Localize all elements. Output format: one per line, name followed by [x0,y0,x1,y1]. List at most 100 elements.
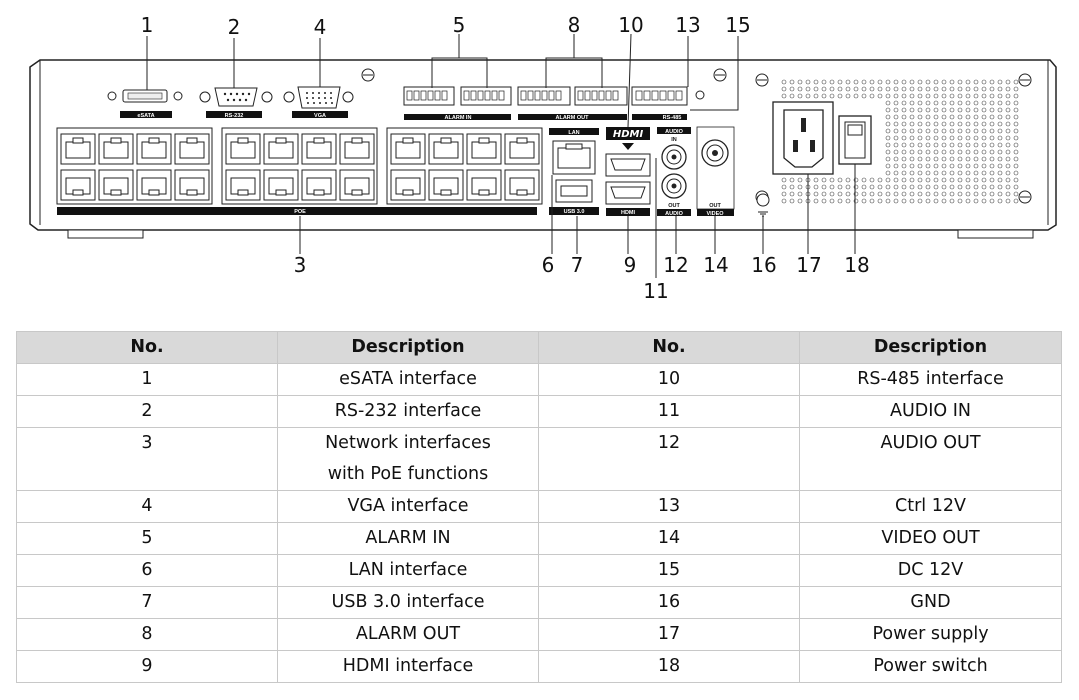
power-inlet [772,101,834,175]
table-row: 1 eSATA interface 10 RS-485 interface [16,363,1062,396]
usb-label: USB 3.0 [564,209,585,215]
foot-left [67,229,144,239]
cell-description: Power supply [799,618,1062,651]
cell-no: 2 [16,395,278,428]
alarm-in-label: ALARM IN [445,115,472,121]
screw-icon [361,68,375,82]
screw-icon [1018,73,1032,87]
cell-no: 6 [16,554,278,587]
table-row: 2 RS-232 interface 11 AUDIO IN [16,395,1062,428]
rj45-port-icon [339,169,375,201]
cell-no: 7 [16,586,278,619]
rj45-port-icon [504,169,540,201]
callout-17: 17 [796,253,821,277]
table-row: 3 Network interfaces with PoE functions … [16,427,1062,491]
alarm-in-terminals: ALARM IN [403,86,512,121]
video-label: VIDEO [706,211,724,217]
vent-grille [781,79,1019,204]
rj45-port-icon [466,133,502,165]
esata-port: eSATA [107,89,183,119]
rj45-port-icon [60,169,96,201]
rj45-port-icon [136,169,172,201]
cell-description: AUDIO IN [799,395,1062,428]
audio-out-sublabel: OUT [668,203,680,209]
video-out-port: OUT VIDEO [696,126,735,217]
screw-icon [755,73,769,87]
cell-description: VGA interface [277,490,539,523]
callout-1: 1 [141,13,154,37]
rj45-port-icon [504,133,540,165]
rj45-port-icon [339,133,375,165]
hdmi-label: HDMI [621,210,636,216]
lan-label: LAN [568,130,579,136]
alarm-out-terminals: ALARM OUT [517,86,628,121]
callout-4: 4 [314,15,327,39]
cell-description: ALARM OUT [277,618,539,651]
vga-port: VGA [283,86,354,119]
power-switch [838,115,872,165]
cell-description: Ctrl 12V [799,490,1062,523]
callout-16: 16 [751,253,776,277]
callout-13: 13 [675,13,700,37]
rj45-port-icon [136,133,172,165]
rs485-label: RS-485 [663,115,682,121]
cell-no: 9 [16,650,278,683]
cell-no: 16 [538,586,800,619]
header-no-right: No. [538,331,800,364]
callout-3: 3 [294,253,307,277]
alarm-out-label: ALARM OUT [556,115,590,121]
screw-icon [1018,190,1032,204]
table-row: 5 ALARM IN 14 VIDEO OUT [16,522,1062,555]
hdmi-port: HDMI HDMI [605,127,651,216]
cell-description: LAN interface [277,554,539,587]
cell-no: 15 [538,554,800,587]
usb-port: USB 3.0 [549,179,599,215]
audio-in-sublabel: IN [671,137,677,143]
rs485-terminals: RS-485 [631,86,688,121]
table-row: 9 HDMI interface 18 Power switch [16,650,1062,683]
header-description-left: Description [277,331,539,364]
cell-no: 10 [538,363,800,396]
rs232-label: RS-232 [225,113,244,119]
callout-5: 5 [453,13,466,37]
table-row: 4 VGA interface 13 Ctrl 12V [16,490,1062,523]
rj45-port-icon [301,169,337,201]
callout-9: 9 [624,253,637,277]
poe-ports [56,127,543,205]
rj45-port-icon [60,133,96,165]
cell-no: 13 [538,490,800,523]
dc12v-port [695,90,705,100]
audio-out-label: AUDIO [665,211,683,217]
cell-no: 4 [16,490,278,523]
callout-6: 6 [542,253,555,277]
callout-7: 7 [571,253,584,277]
vga-label: VGA [314,113,326,119]
callout-10: 10 [618,13,643,37]
foot-right [957,229,1034,239]
audio-ports: AUDIO IN OUT AUDIO [657,127,691,217]
rj45-port-icon [98,169,134,201]
hdmi-logo: HDMI [613,129,644,140]
poe-label: POE [294,209,306,215]
rj45-port-icon [390,169,426,201]
leader-lines [146,33,856,278]
rj45-port-icon [390,133,426,165]
header-no-left: No. [16,331,278,364]
callout-11: 11 [643,279,668,303]
rj45-port-icon [174,169,210,201]
rj45-port-icon [466,169,502,201]
rj45-port-icon [263,133,299,165]
rj45-port-icon [263,169,299,201]
cell-description: Network interfaces with PoE functions [277,427,539,491]
rs232-port: RS-232 [199,87,273,119]
callout-12: 12 [663,253,688,277]
cell-description: ALARM IN [277,522,539,555]
cell-no: 8 [16,618,278,651]
rj45-port-icon [428,133,464,165]
callout-18: 18 [844,253,869,277]
cell-no: 18 [538,650,800,683]
rj45-port-icon [428,169,464,201]
table-row: 7 USB 3.0 interface 16 GND [16,586,1062,619]
cell-no: 1 [16,363,278,396]
cell-no: 12 [538,427,800,491]
